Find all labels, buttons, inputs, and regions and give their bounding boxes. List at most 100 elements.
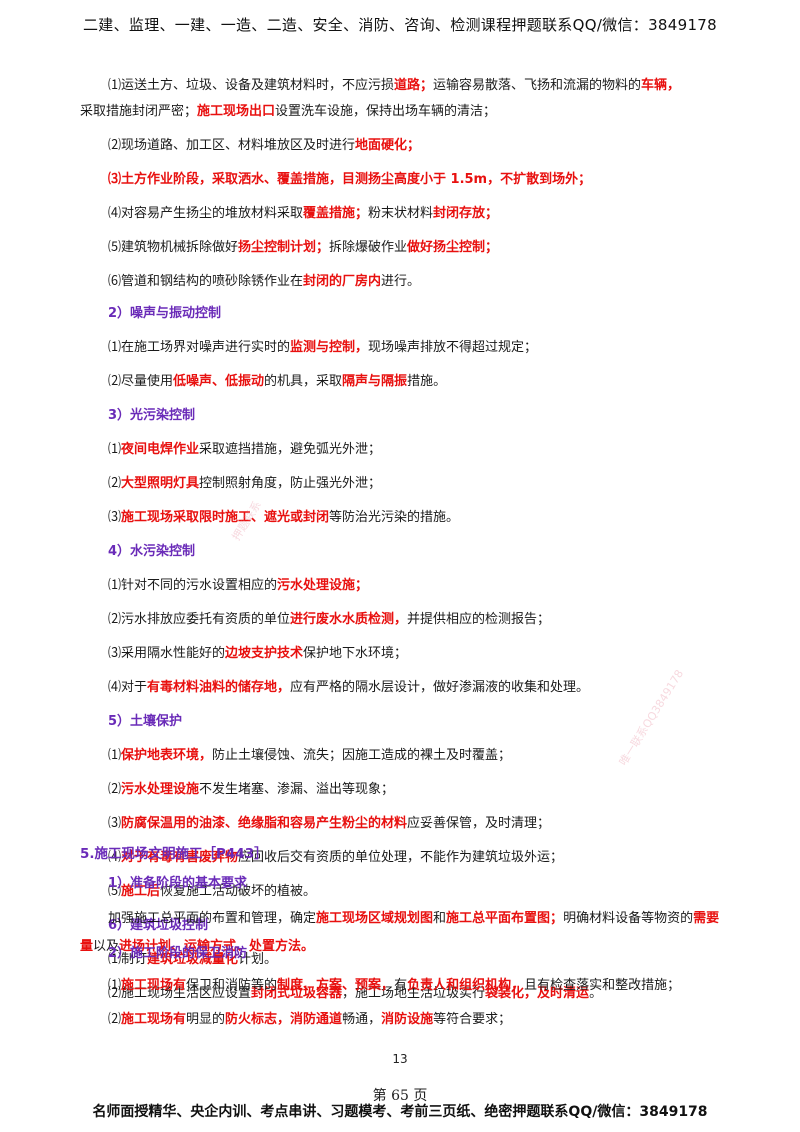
page-footer: 名师面授精华、央企内训、考点串讲、习题模考、考前三页纸、绝密押题联系QQ/微信：…	[92, 1104, 708, 1120]
text-line: ⑵施工现场有明显的防火标志，消防通道畅通，消防设施等符合要求；	[108, 1011, 511, 1029]
body-text: ，施工场地生活垃圾实行	[342, 986, 486, 1001]
highlight-text: ⑶土方作业阶段，采取洒水、覆盖措施，目测扬尘高度小于 1.5m，不扩散到场外；	[108, 172, 592, 187]
body-text: 畅通，	[342, 1012, 382, 1027]
highlight-text: 封闭存放；	[433, 206, 499, 221]
highlight-text: 施工现场区域规划图	[316, 911, 434, 926]
highlight-text: 袋装化，及时清运	[485, 986, 590, 1001]
section-heading: 6）建筑垃圾控制	[108, 918, 209, 933]
body-text: ⑵施工现场生活区应设置	[108, 986, 252, 1001]
body-text: 加强施工总平面的布置和管理，确定	[108, 911, 317, 926]
body-text: ⑴	[108, 748, 122, 763]
text-line: ⑴施工现场有保卫和消防等的制度、方案、预案，有负责人和组织机构，且有检查落实和整…	[108, 977, 680, 995]
body-text: 不发生堵塞、渗漏、溢出等现象；	[199, 782, 395, 797]
page-header: 二建、监理、一建、一造、二造、安全、消防、咨询、检测课程押题联系QQ/微信：38…	[83, 16, 717, 34]
text-line: ⑵现场道路、加工区、材料堆放区及时进行地面硬化；	[108, 137, 420, 155]
body-text: 保卫和消防等的	[186, 978, 278, 993]
page-number: 13	[392, 1052, 408, 1066]
body-text: ⑷	[108, 850, 122, 865]
text-line: ⑴运送土方、垃圾、设备及建筑材料时，不应污损道路；运输容易散落、飞扬和流漏的物料…	[108, 77, 680, 95]
text-line: ⑶土方作业阶段，采取洒水、覆盖措施，目测扬尘高度小于 1.5m，不扩散到场外；	[108, 171, 591, 189]
body-text: 措施。	[407, 374, 447, 389]
text-line: ⑸施工后恢复施工活动破坏的植被。	[108, 883, 316, 901]
body-text: ⑵污水排放应委托有资质的单位	[108, 612, 291, 627]
body-text: ⑸	[108, 884, 122, 899]
body-text: 有	[394, 978, 408, 993]
page-label: 第 65 页	[372, 1088, 428, 1104]
watermark: 唯一联系QQ3849178	[616, 667, 687, 768]
highlight-text: 监测与控制，	[290, 340, 369, 355]
highlight-text: 封闭的厂房内	[303, 274, 382, 289]
section-heading: 2）施工阶段的保卫消防	[108, 946, 248, 961]
text-line: ⑹管道和钢结构的喷砂除锈作业在封闭的厂房内进行。	[108, 273, 420, 291]
section-heading: 2）噪声与振动控制	[108, 306, 222, 321]
text-line: ⑴保护地表环境，防止土壤侵蚀、流失；因施工造成的裸土及时覆盖；	[108, 747, 511, 765]
body-text: 恢复施工活动破坏的植被。	[160, 884, 317, 899]
highlight-text: 边坡支护技术	[225, 646, 304, 661]
text-line: ⑴在施工场界对噪声进行实时的监测与控制，现场噪声排放不得超过规定；	[108, 339, 537, 357]
body-text: ⑴运送土方、垃圾、设备及建筑材料时，不应污损	[108, 78, 395, 93]
section-heading: 3）光污染控制	[108, 408, 196, 423]
highlight-text: 施工现场有	[121, 1012, 187, 1027]
text-line: ⑸建筑物机械拆除做好扬尘控制计划；拆除爆破作业做好扬尘控制；	[108, 239, 498, 257]
text-line: ⑵污水处理设施不发生堵塞、渗漏、溢出等现象；	[108, 781, 394, 799]
highlight-text: 覆盖措施；	[303, 206, 369, 221]
text-line: 5）土壤保护	[108, 713, 182, 731]
body-text: 粉末状材料	[368, 206, 434, 221]
body-text: 运输容易散落、飞扬和流漏的物料的	[433, 78, 642, 93]
highlight-text: 施工现场采取限时施工、遮光或封闭	[121, 510, 330, 525]
text-line: ⑵尽量使用低噪声、低振动的机具，采取隔声与隔振措施。	[108, 373, 446, 391]
text-line: ⑶采用隔水性能好的边坡支护技术保护地下水环境；	[108, 645, 407, 663]
text-line: 加强施工总平面的布置和管理，确定施工现场区域规划图和施工总平面布置图；明确材料设…	[80, 905, 730, 961]
body-text: 明显的	[186, 1012, 226, 1027]
body-text: ⑶	[108, 510, 122, 525]
highlight-text: 进行废水水质检测，	[290, 612, 408, 627]
body-text: ⑴在施工场界对噪声进行实时的	[108, 340, 291, 355]
body-text: 现场噪声排放不得超过规定；	[368, 340, 538, 355]
body-text: 进行。	[381, 274, 421, 289]
highlight-text: 消防设施	[381, 1012, 434, 1027]
body-text: ⑴针对不同的污水设置相应的	[108, 578, 278, 593]
highlight-text: 扬尘控制计划；	[238, 240, 330, 255]
highlight-text: 封闭式垃圾容器	[251, 986, 343, 1001]
text-line: ⑷对于有毒材料油料的储存地，应有严格的隔水层设计，做好渗漏液的收集和处理。	[108, 679, 589, 697]
body-text: ⑷对于	[108, 680, 148, 695]
body-text: ⑴	[108, 978, 122, 993]
text-line: ⑵污水排放应委托有资质的单位进行废水水质检测，并提供相应的检测报告；	[108, 611, 550, 629]
highlight-text: 车辆，	[641, 78, 681, 93]
highlight-text: 制度、方案、预案，	[277, 978, 395, 993]
highlight-text: 夜间电焊作业	[121, 442, 200, 457]
body-text: 拆除爆破作业	[329, 240, 408, 255]
body-text: 应回收后交有资质的单位处理，不能作为建筑垃圾外运；	[238, 850, 564, 865]
body-text: ⑵	[108, 782, 122, 797]
body-text: 并提供相应的检测报告；	[407, 612, 551, 627]
highlight-text: 负责人和组织机构，	[407, 978, 525, 993]
body-text: ⑷对容易产生扬尘的堆放材料采取	[108, 206, 304, 221]
section-heading: 5）土壤保护	[108, 714, 183, 729]
body-text: 计划。	[238, 952, 278, 967]
text-line: 2）施工阶段的保卫消防	[108, 945, 247, 963]
text-line: ⑵大型照明灯具控制照射角度，防止强光外泄；	[108, 475, 381, 493]
body-text: 的机具，采取	[264, 374, 343, 389]
highlight-text: 污水处理设施	[121, 782, 200, 797]
body-text: ⑵	[108, 1012, 122, 1027]
body-text: 等防治光污染的措施。	[329, 510, 460, 525]
highlight-text: 污水处理设施；	[277, 578, 369, 593]
body-text: 明确材料设备等物资的	[563, 911, 694, 926]
body-text: ⑵	[108, 476, 122, 491]
text-line: ⑴夜间电焊作业采取遮挡措施，避免弧光外泄；	[108, 441, 381, 459]
body-text: ⑶	[108, 816, 122, 831]
body-text: ⑵尽量使用	[108, 374, 174, 389]
body-text: 采取措施封闭严密；	[80, 104, 198, 119]
highlight-text: 保护地表环境，	[121, 748, 213, 763]
text-line: ⑴制订建筑垃圾减量化计划。	[108, 951, 277, 969]
text-line: ⑴针对不同的污水设置相应的污水处理设施；	[108, 577, 368, 595]
highlight-text: 隔声与隔振	[342, 374, 408, 389]
highlight-text: 道路；	[394, 78, 434, 93]
text-line: 2）噪声与振动控制	[108, 305, 221, 323]
body-text: 等符合要求；	[433, 1012, 512, 1027]
highlight-text: 低噪声、低振动	[173, 374, 265, 389]
section-heading: 5.施工现场文明施工［P443］	[80, 846, 268, 862]
highlight-text: 地面硬化；	[355, 138, 421, 153]
highlight-text: 施工总平面布置图；	[446, 911, 564, 926]
highlight-text: 有毒材料油料的储存地，	[147, 680, 291, 695]
